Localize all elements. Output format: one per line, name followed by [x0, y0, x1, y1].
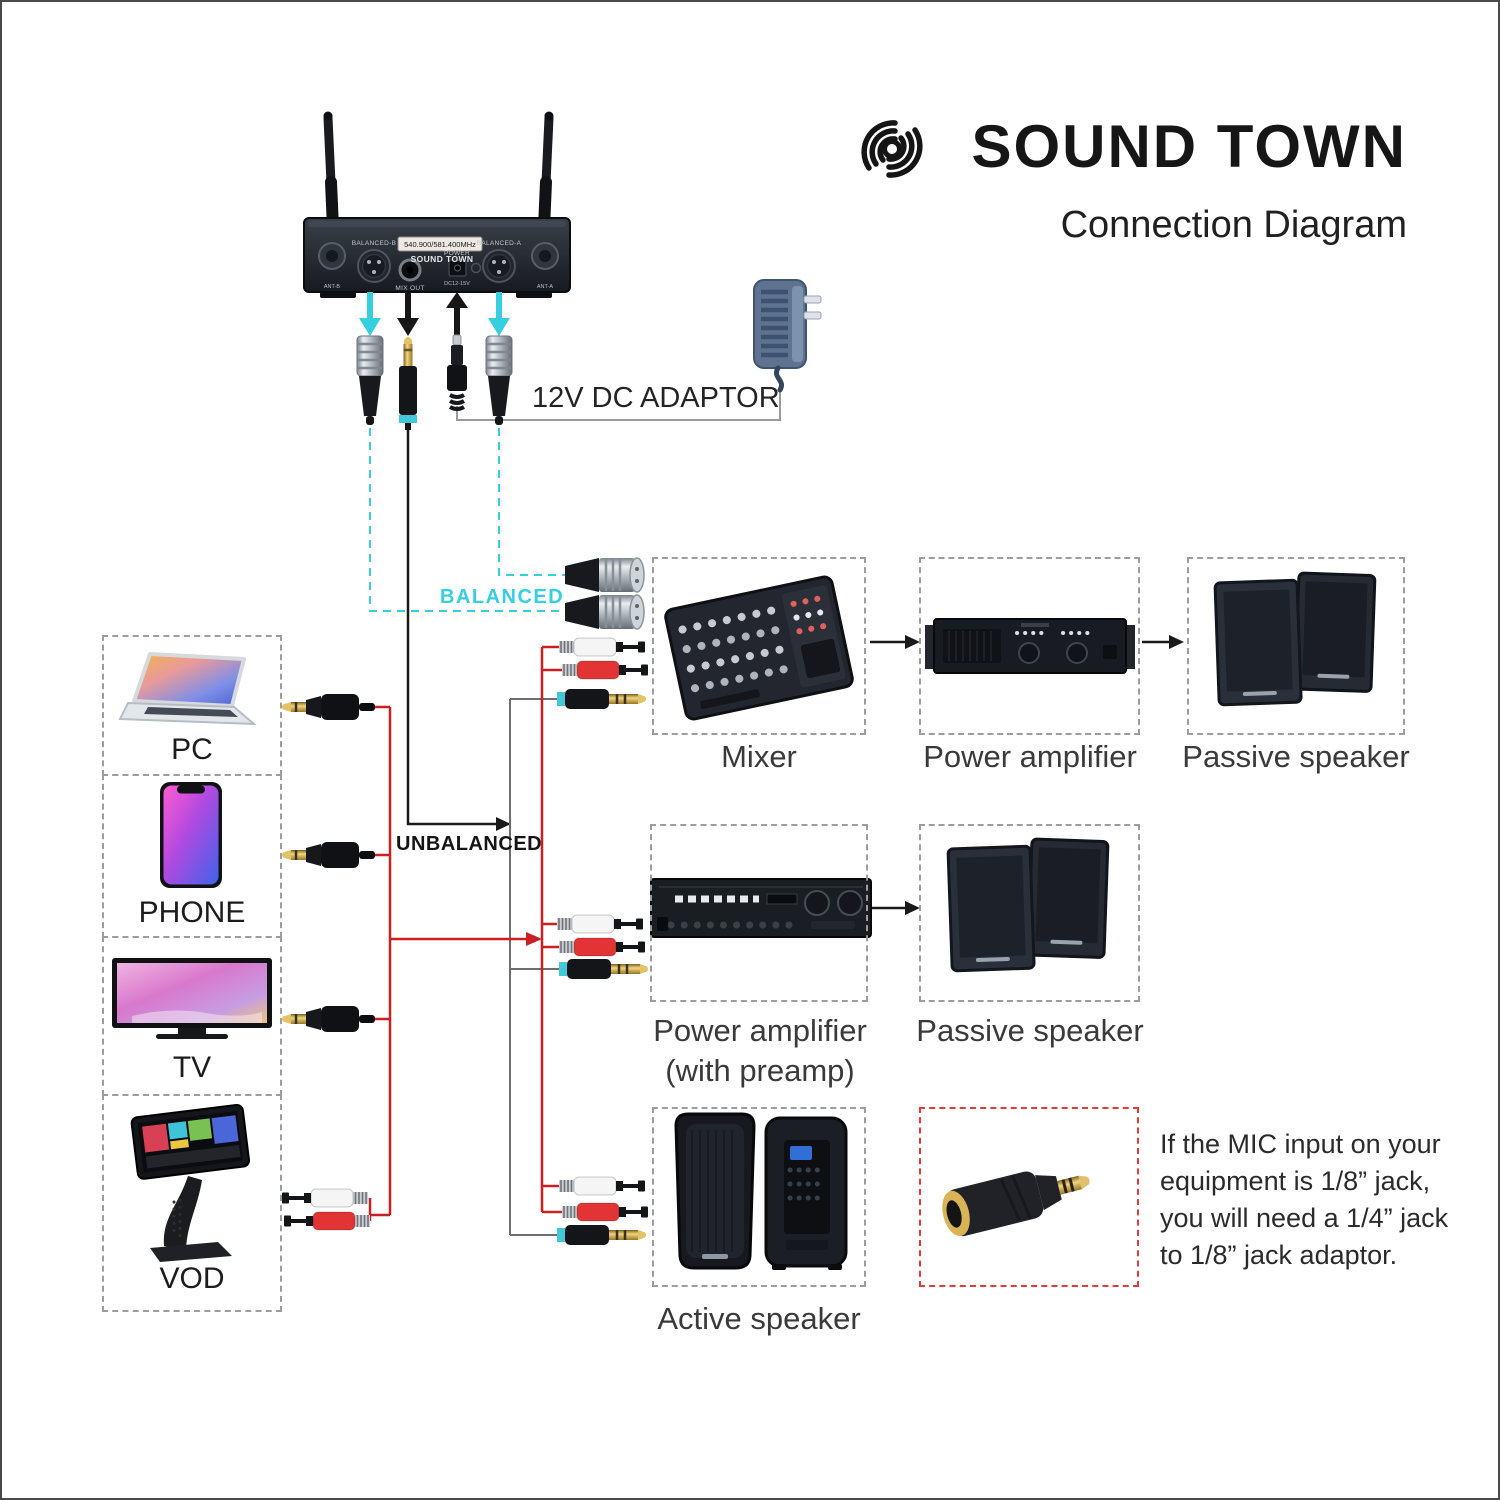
rca-red-plug-vod	[283, 1211, 371, 1231]
pc-label: PC	[171, 733, 213, 766]
wireless-receiver: BALANCED-B BALANCED-A 540.900/581.400MHz…	[303, 111, 571, 298]
passive-speaker-box-mid	[919, 824, 1140, 1002]
rca-white-plug-amp	[556, 914, 644, 934]
jack-adaptor-box	[919, 1107, 1139, 1287]
trs-plug-amp	[557, 957, 650, 981]
note-line-4: to 1/8” jack adaptor.	[1160, 1240, 1398, 1270]
receiver-ant-b-label: ANT-B	[324, 284, 341, 290]
power-amplifier-box	[919, 557, 1140, 735]
dc-adaptor-label: 12V DC ADAPTOR	[532, 382, 780, 414]
dc-barrel-plug	[445, 333, 469, 411]
balanced-signal-label: BALANCED	[440, 586, 565, 608]
power-up-arrow	[446, 292, 468, 308]
red-arrowhead	[526, 932, 542, 946]
rca-red-plug-mixer	[561, 660, 649, 680]
passive-speaker-box-top	[1187, 557, 1405, 735]
aux-plug-tv	[280, 1004, 377, 1034]
power-amplifier-label: Power amplifier	[923, 739, 1137, 774]
active-speaker-box	[652, 1107, 866, 1287]
mix-out-down-arrow	[405, 292, 411, 320]
rca-red-plug-active	[561, 1202, 649, 1222]
passive-speaker-label-mid: Passive speaker	[916, 1013, 1144, 1048]
tv-label: TV	[172, 1051, 212, 1084]
sound-town-logo-icon	[861, 120, 923, 178]
preamp-label-line1: Power amplifier	[653, 1013, 867, 1048]
receiver-ant-a-label: ANT-A	[537, 284, 554, 290]
xlr-output-a	[482, 249, 516, 283]
preamp-amplifier-box	[650, 824, 868, 1002]
phone-label: PHONE	[138, 896, 246, 929]
source-box-vod	[102, 1094, 282, 1312]
receiver-mix-out-label: MIX OUT	[395, 285, 424, 292]
mixer-label: Mixer	[721, 739, 797, 774]
red-signal-wires	[368, 645, 563, 1221]
signal-direction-arrows	[359, 292, 510, 336]
xlr-male-connector-1	[563, 556, 646, 594]
xlr-female-connector-a	[484, 334, 514, 427]
diagram-subtitle: Connection Diagram	[1060, 204, 1407, 246]
aux-plug-pc	[280, 692, 377, 722]
aux-plug-phone	[280, 840, 377, 870]
adaptor-wire	[456, 390, 781, 421]
mic-input-note: If the MIC input on your equipment is 1/…	[1160, 1126, 1498, 1274]
brand-title: SOUND TOWN	[971, 113, 1407, 180]
mixer-box	[652, 557, 866, 735]
rca-red-plug-amp	[558, 937, 646, 957]
balanced-b-down-arrow	[367, 292, 373, 320]
receiver-power-label: POWER	[444, 250, 470, 257]
receiver-balanced-a-label: BALANCED-A	[477, 240, 522, 247]
quarter-inch-plug-mix-out	[397, 335, 419, 432]
note-line-1: If the MIC input on your	[1160, 1129, 1441, 1159]
balanced-wires	[369, 428, 565, 612]
line-level-bus	[509, 698, 560, 1236]
receiver-frequency-text: 540.900/581.400MHz	[404, 240, 476, 249]
note-line-3: you will need a 1/4” jack	[1160, 1203, 1449, 1233]
receiver-brand-plate: SOUND TOWN	[411, 254, 474, 264]
unbalanced-signal-label: UNBALANCED	[396, 833, 543, 855]
xlr-female-connector-b	[355, 334, 385, 427]
receiver-balanced-b-label: BALANCED-B	[352, 240, 397, 247]
frequency-display	[397, 236, 483, 252]
dc-adaptor-graphic	[754, 280, 821, 390]
chain-arrows	[870, 635, 1184, 915]
trs-plug-active	[555, 1223, 648, 1247]
rca-white-plug-active	[558, 1176, 646, 1196]
note-line-2: equipment is 1/8” jack,	[1160, 1166, 1431, 1196]
xlr-male-connector-2	[563, 593, 646, 631]
vod-label: VOD	[159, 1262, 225, 1295]
active-speaker-label: Active speaker	[657, 1301, 861, 1336]
rca-white-plug-mixer	[558, 637, 646, 657]
trs-plug-mixer	[555, 687, 648, 711]
preamp-label-line2: (with preamp)	[665, 1053, 855, 1088]
rca-white-plug-vod	[281, 1188, 369, 1208]
receiver-dc-rating-label: DC12-15V	[444, 281, 470, 287]
passive-speaker-label-top: Passive speaker	[1182, 739, 1410, 774]
xlr-output-b	[357, 249, 391, 283]
unbalanced-wire	[406, 430, 511, 831]
balanced-a-down-arrow	[496, 292, 502, 320]
